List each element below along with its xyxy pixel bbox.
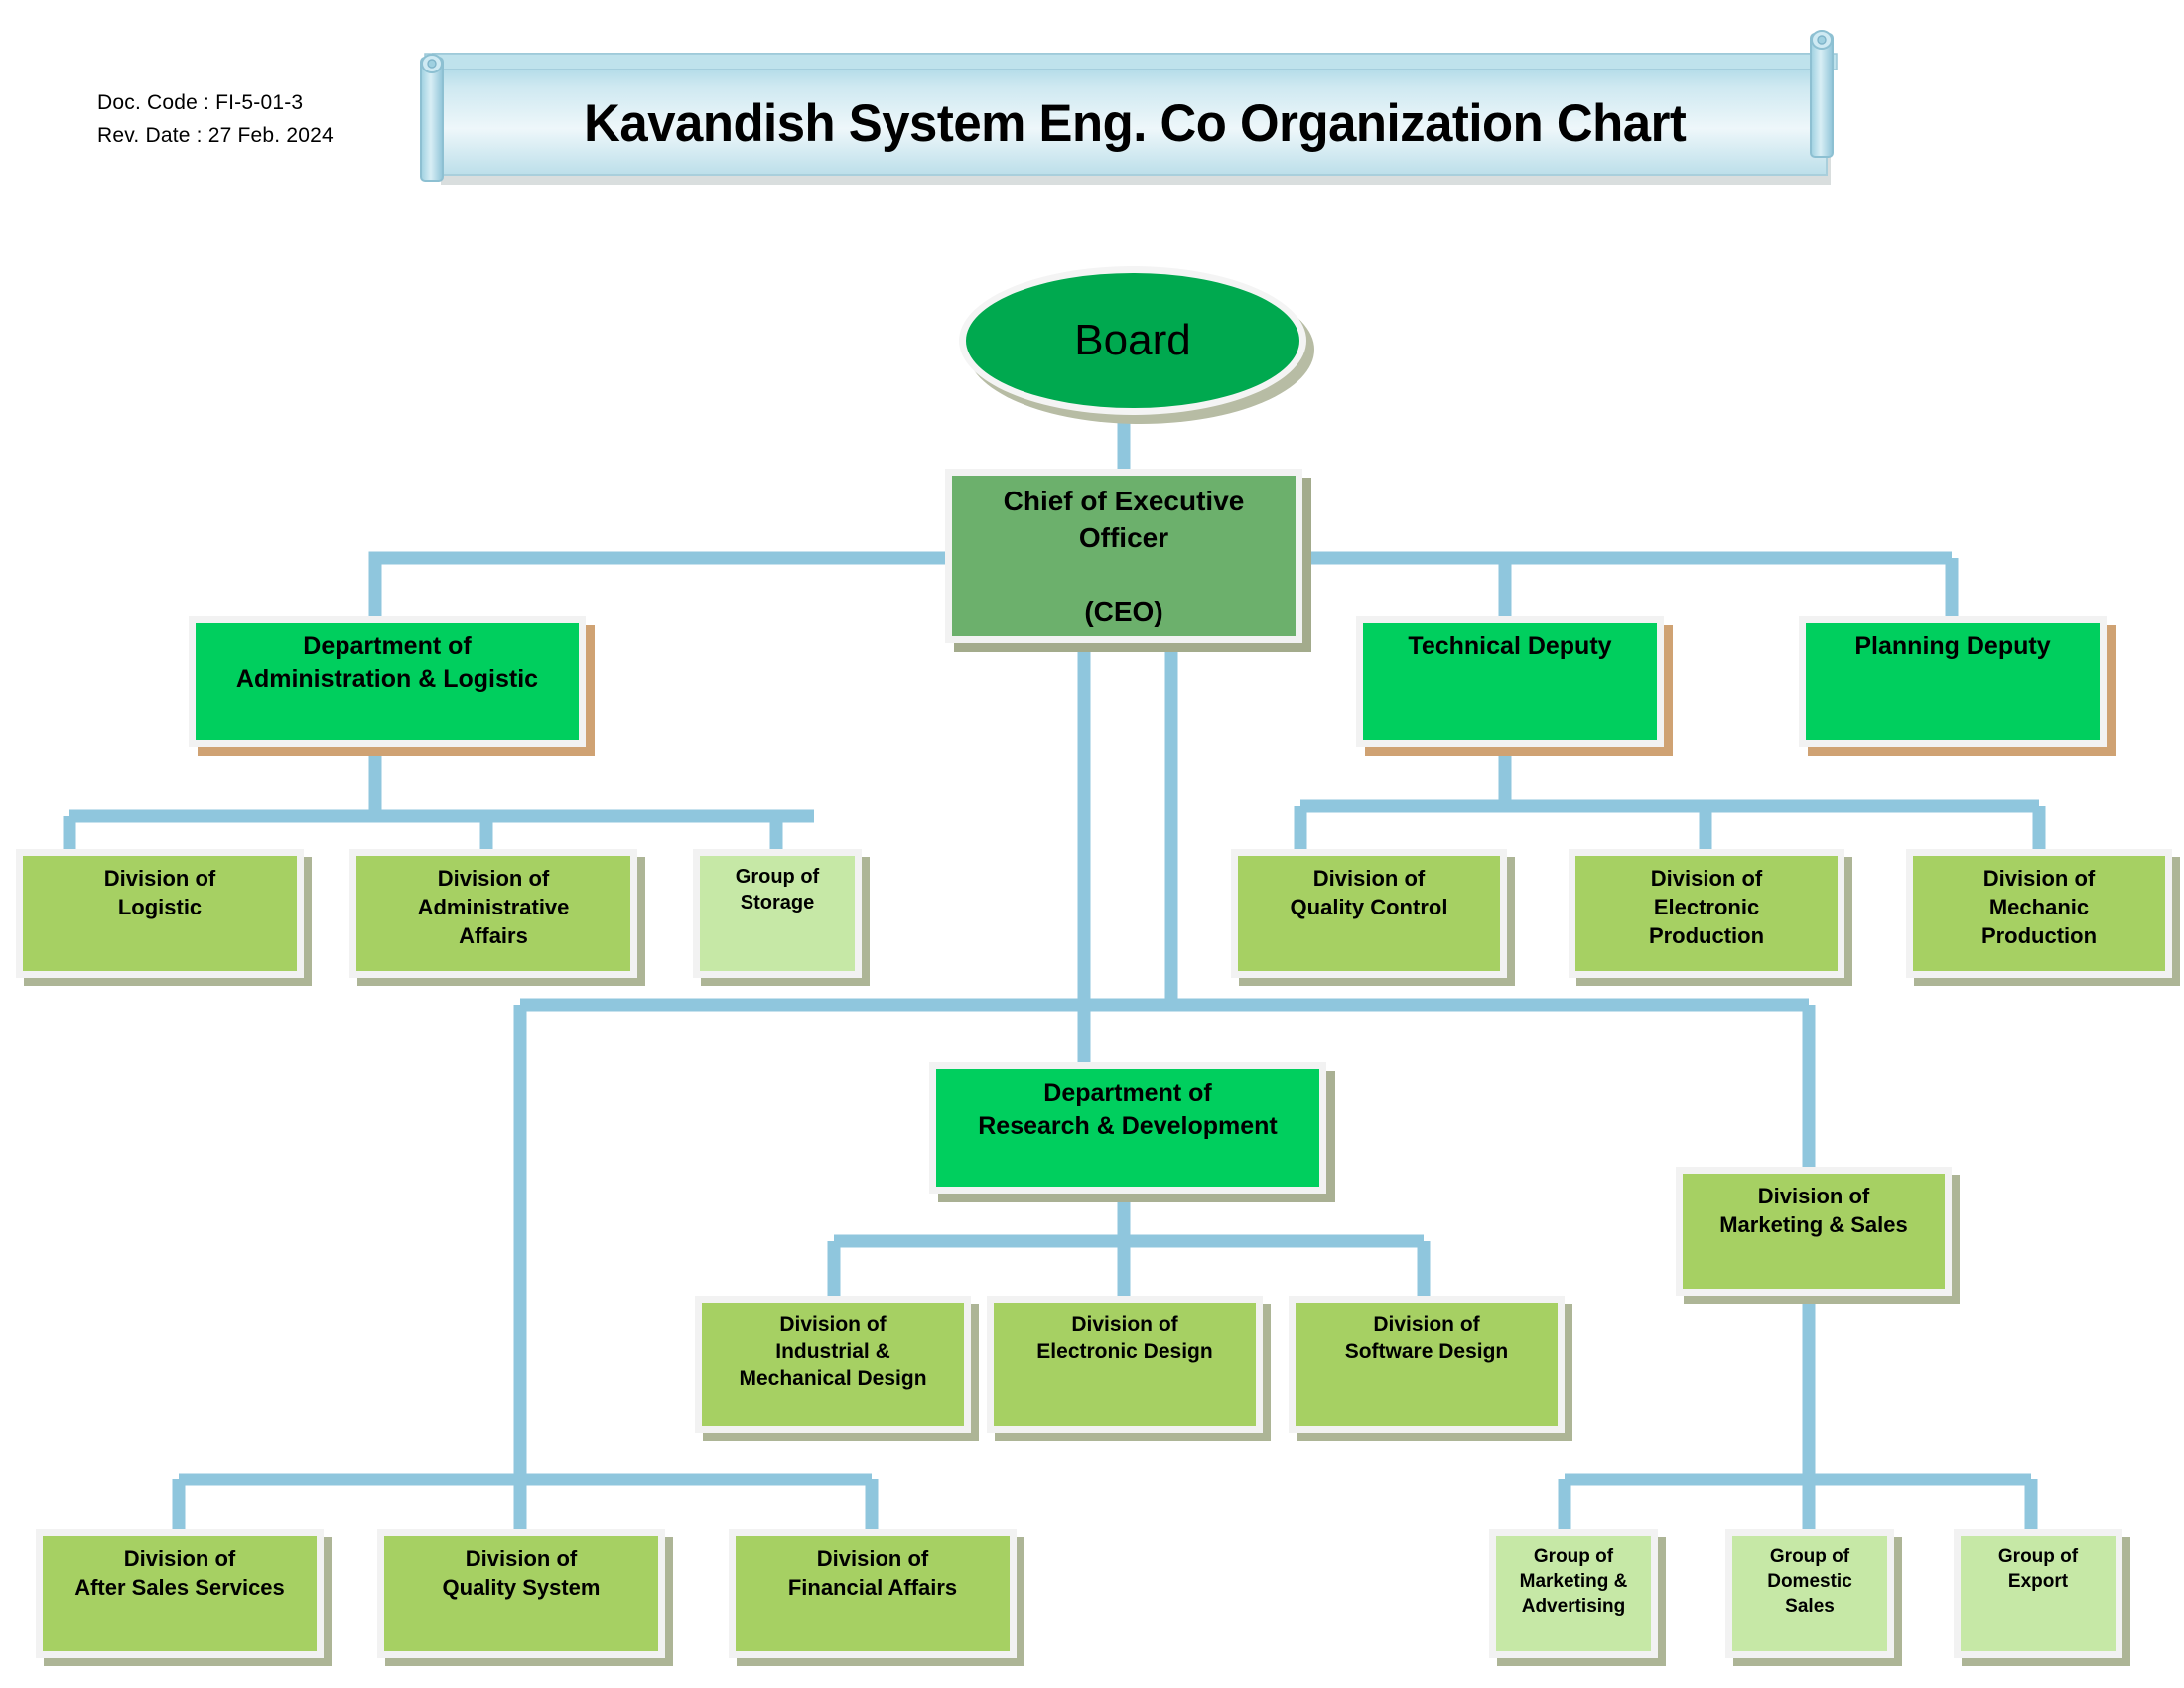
document-meta: Doc. Code : FI-5-01-3 Rev. Date : 27 Feb… (97, 87, 334, 152)
node-technical-deputy[interactable]: Technical Deputy (1356, 616, 1664, 747)
node-div-mechanic-production-label: Division of Mechanic Production (1980, 866, 2098, 949)
node-dept-admin-label: Department of Administration & Logistic (235, 633, 539, 693)
node-div-after-sales-services-label: Division of After Sales Services (74, 1546, 285, 1601)
node-div-software-design-label: Division of Software Design (1344, 1313, 1509, 1363)
node-planning-deputy-label: Planning Deputy (1854, 633, 2051, 660)
node-div-logistic-label: Division of Logistic (103, 866, 216, 920)
node-div-logistic[interactable]: Division of Logistic (16, 849, 304, 978)
rev-date-label: Rev. Date : 27 Feb. 2024 (97, 123, 334, 147)
node-grp-domestic-sales-label: Group of Domestic Sales (1767, 1546, 1852, 1618)
node-div-quality-control-label: Division of Quality Control (1290, 866, 1448, 920)
node-ceo[interactable]: Chief of Executive Officer (CEO) (945, 469, 1302, 643)
node-board[interactable]: Board (959, 266, 1306, 415)
doc-code-label: Doc. Code : FI-5-01-3 (97, 91, 304, 114)
node-grp-export-label: Group of Export (1997, 1546, 2079, 1593)
node-div-electronic-design-label: Division of Electronic Design (1036, 1313, 1213, 1363)
node-div-after-sales-services[interactable]: Division of After Sales Services (36, 1529, 324, 1658)
node-div-electronic-production-label: Division of Electronic Production (1648, 866, 1765, 949)
node-div-financial-affairs-label: Division of Financial Affairs (787, 1546, 958, 1601)
node-div-quality-system-label: Division of Quality System (442, 1546, 601, 1601)
node-div-marketing-sales-label: Division of Marketing & Sales (1719, 1184, 1908, 1238)
node-div-software-design[interactable]: Division of Software Design (1289, 1296, 1565, 1433)
node-div-electronic-design[interactable]: Division of Electronic Design (987, 1296, 1263, 1433)
node-div-industrial-mechanical-design[interactable]: Division of Industrial & Mechanical Desi… (695, 1296, 971, 1433)
node-div-financial-affairs[interactable]: Division of Financial Affairs (729, 1529, 1017, 1658)
node-dept-rd-label: Department of Research & Development (978, 1079, 1278, 1140)
node-ceo-label: Chief of Executive Officer (CEO) (1003, 486, 1245, 627)
node-div-electronic-production[interactable]: Division of Electronic Production (1569, 849, 1844, 978)
node-div-marketing-sales[interactable]: Division of Marketing & Sales (1676, 1167, 1952, 1296)
node-planning-deputy[interactable]: Planning Deputy (1799, 616, 2107, 747)
node-grp-storage[interactable]: Group of Storage (693, 849, 862, 978)
node-div-administrative-affairs[interactable]: Division of Administrative Affairs (349, 849, 637, 978)
node-grp-marketing-advertising[interactable]: Group of Marketing & Advertising (1489, 1529, 1658, 1658)
node-grp-domestic-sales[interactable]: Group of Domestic Sales (1725, 1529, 1894, 1658)
title-banner (415, 24, 1854, 222)
node-dept-rd[interactable]: Department of Research & Development (929, 1062, 1326, 1194)
node-grp-export[interactable]: Group of Export (1954, 1529, 2122, 1658)
node-div-administrative-affairs-label: Division of Administrative Affairs (417, 866, 570, 949)
node-grp-marketing-advertising-label: Group of Marketing & Advertising (1519, 1546, 1628, 1618)
node-dept-admin[interactable]: Department of Administration & Logistic (189, 616, 586, 747)
node-board-label: Board (1074, 316, 1191, 364)
node-div-quality-system[interactable]: Division of Quality System (377, 1529, 665, 1658)
node-div-mechanic-production[interactable]: Division of Mechanic Production (1906, 849, 2172, 978)
node-div-quality-control[interactable]: Division of Quality Control (1231, 849, 1507, 978)
node-div-industrial-mechanical-design-label: Division of Industrial & Mechanical Desi… (739, 1313, 927, 1391)
node-technical-deputy-label: Technical Deputy (1408, 633, 1612, 660)
node-grp-storage-label: Group of Storage (735, 866, 820, 914)
